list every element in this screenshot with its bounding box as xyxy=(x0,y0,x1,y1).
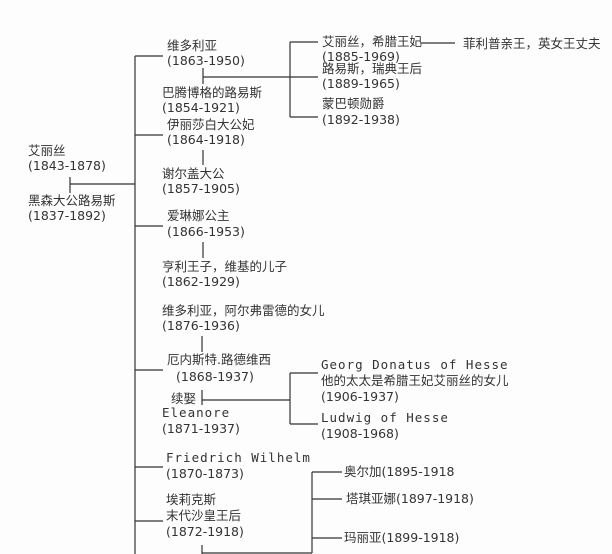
root-husband-dates: (1837-1892) xyxy=(28,208,106,223)
friedrich-name: Friedrich Wilhelm xyxy=(166,450,311,465)
louise-name: 路易斯，瑞典王后 xyxy=(322,61,423,76)
irene-dates: (1866-1953) xyxy=(167,224,245,239)
alix-name: 埃莉克斯 xyxy=(166,492,217,507)
elisabeth-dates: (1864-1918) xyxy=(167,132,245,147)
tatiana-label: 塔琪亚娜(1897-1918) xyxy=(346,491,474,506)
victoria-spouse: 巴腾博格的路易斯 xyxy=(162,85,263,100)
friedrich-dates: (1870-1873) xyxy=(166,466,244,481)
louise-dates: (1889-1965) xyxy=(322,76,400,91)
victoria-dates: (1863-1950) xyxy=(167,53,245,68)
georg-dates: (1906-1937) xyxy=(321,389,399,404)
alix-title: 末代沙皇王后 xyxy=(166,508,242,523)
root-wife-name: 艾丽丝 xyxy=(28,143,66,158)
ernst-first-wife-dates: (1876-1936) xyxy=(162,318,240,333)
irene-name: 爱琳娜公主 xyxy=(167,208,230,223)
root-husband-name: 黑森大公路易斯 xyxy=(28,193,116,208)
mountbatten-name: 蒙巴顿勋爵 xyxy=(322,96,385,111)
elisabeth-spouse-dates: (1857-1905) xyxy=(162,181,240,196)
ernst-dates: (1868-1937) xyxy=(176,369,254,384)
olga-label: 奥尔加(1895-1918 xyxy=(344,464,455,479)
georg-name: Georg Donatus of Hesse xyxy=(321,357,509,372)
irene-spouse: 亨利王子，维基的儿子 xyxy=(162,259,288,274)
elisabeth-name: 伊丽莎白大公妃 xyxy=(167,117,255,132)
ludwig-dates: (1908-1968) xyxy=(321,426,399,441)
alice-spouse: 菲利普亲王，英女王丈夫 xyxy=(463,36,601,51)
georg-note: 他的太太是希腊王妃艾丽丝的女儿 xyxy=(321,373,509,388)
ernst-first-wife: 维多利亚，阿尔弗雷德的女儿 xyxy=(162,303,325,318)
victoria-name: 维多利亚 xyxy=(167,38,218,53)
remarried-label: 续娶 xyxy=(171,391,197,406)
maria-label: 玛丽亚(1899-1918) xyxy=(344,530,460,545)
ludwig-name: Ludwig of Hesse xyxy=(321,410,449,425)
elisabeth-spouse: 谢尔盖大公 xyxy=(162,166,225,181)
ernst-second-wife: Eleanore xyxy=(162,405,231,420)
alix-dates: (1872-1918) xyxy=(166,524,244,539)
irene-spouse-dates: (1862-1929) xyxy=(162,274,240,289)
ernst-name: 厄内斯特.路德维西 xyxy=(167,352,271,367)
victoria-spouse-dates: (1854-1921) xyxy=(162,100,240,115)
ernst-second-wife-dates: (1871-1937) xyxy=(162,421,240,436)
alice-name: 艾丽丝，希腊王妃 xyxy=(322,34,423,49)
root-wife-dates: (1843-1878) xyxy=(28,158,106,173)
mountbatten-dates: (1892-1938) xyxy=(322,112,400,127)
alice-dates: (1885-1969) xyxy=(322,49,400,64)
